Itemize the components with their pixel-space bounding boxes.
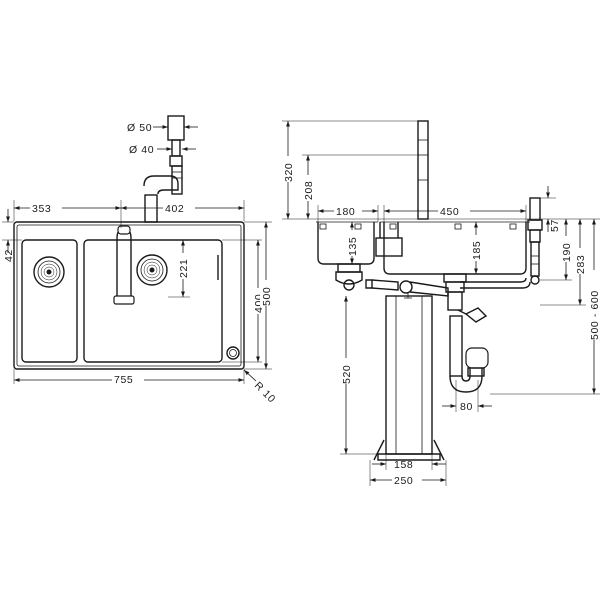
side-right-bowl [383,222,527,275]
dim-depth-283: 283 [575,255,587,274]
pipe-diameter-upper: Ø 50 [127,122,152,134]
pipe-diameter-lower: Ø 40 [129,144,154,156]
dim-cabinet-height: 520 [341,365,353,384]
dim-right-bowl: 402 [165,203,184,215]
side-drain-pipe [365,279,449,299]
dim-left-bowl: 353 [32,203,51,215]
side-right-fitting [527,197,543,285]
dim-total-width: 755 [114,374,133,386]
dim-depth-190: 190 [561,243,573,262]
large-bowl-drain [136,254,168,286]
dim-outer-width: 250 [394,475,413,487]
side-overflow-hose [460,277,527,283]
corner-radius: R 10 [252,380,278,406]
side-trap [443,273,489,393]
sink-inner-rim [16,224,242,367]
dim-spout-height: 208 [303,181,315,200]
dim-tap-height: 320 [283,163,295,182]
top-view: Ø 50 Ø 40 353 402 42 221 400 [2,115,278,406]
dim-top-offset: 57 [549,219,561,232]
dim-left-bowl-height: 135 [347,237,359,256]
dim-trap-offset: 80 [460,401,473,413]
side-tap [375,120,429,257]
dim-right-bowl-height: 185 [471,241,483,260]
dim-front-offset: 42 [3,249,15,262]
dim-left-depth: 180 [336,206,355,218]
faucet-spout [113,225,135,305]
overflow-control [226,346,240,360]
sink-outline [13,221,245,370]
large-bowl [83,239,223,363]
side-view: 320 208 180 450 135 185 57 [282,120,600,487]
dim-right-width: 450 [440,206,459,218]
dim-cabinet-range: 500 - 600 [589,290,600,340]
dim-drain-depth: 221 [178,259,190,278]
dim-inner-width: 158 [394,459,413,471]
small-bowl-drain [33,256,65,288]
side-cabinet-column [373,295,445,461]
side-left-waste [335,263,363,291]
dim-total-depth: 500 [261,287,273,306]
small-bowl [21,239,78,363]
